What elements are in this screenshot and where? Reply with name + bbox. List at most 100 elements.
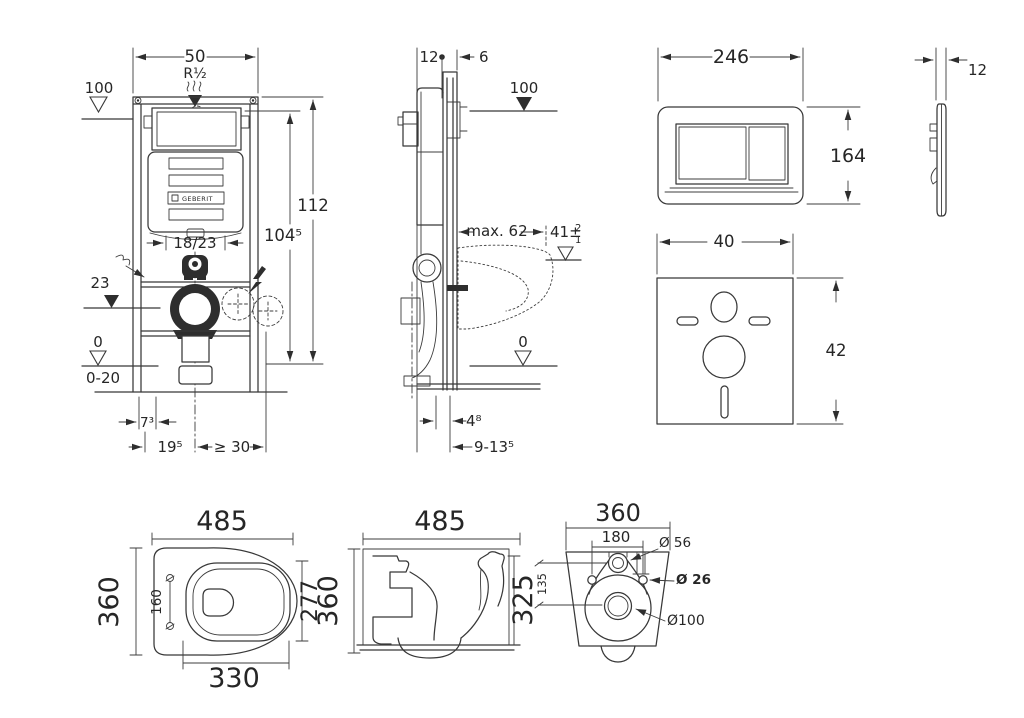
sound-mat-view: 40 42 (656, 232, 847, 425)
floor-level-datum-side: 0 (416, 333, 558, 390)
pan-width-label: 360 (94, 576, 125, 628)
frame-height-label: 112 (297, 196, 329, 215)
fixing-dia-label: Ø 26 (676, 572, 711, 588)
flush-plate (657, 106, 804, 205)
pan-top-view: 485 160 360 277 330 (94, 506, 323, 694)
dim-body-height: 325 (507, 555, 539, 646)
inlet-dia-label: Ø 56 (659, 535, 691, 551)
supply-level-datum-side: 100 (469, 79, 558, 112)
foot-range-label: 0-20 (86, 369, 120, 387)
dim-plate-depth: 12 (914, 47, 987, 101)
seat-width-label: 277 (298, 580, 323, 622)
mat-height-label: 42 (826, 341, 847, 360)
inlet-port (607, 551, 650, 575)
floor-level-label: 0 (518, 333, 528, 351)
outlet-clearance-label: ≥ 30 (214, 438, 250, 456)
pan-side-profile (372, 551, 505, 659)
dim-max-depth: max. 62 (458, 222, 547, 249)
plate-depth-label: 12 (968, 61, 987, 79)
bend-depth-label: 23 (90, 274, 109, 292)
inlet-outlet-offset-label: 135 (535, 573, 549, 595)
pan-outline-dashed (447, 244, 554, 330)
dim-outlet-offsets: 19⁵ ≥ 30 (128, 331, 267, 456)
dim-plate-width: 246 (657, 46, 804, 102)
sound-mat (656, 277, 794, 425)
mounting-frame (132, 96, 259, 393)
lightning-bolt-icon (248, 266, 266, 294)
mounting-bolt (447, 285, 468, 291)
open-datum-triangle-icon (557, 246, 574, 262)
seat-ring-outline (185, 562, 291, 642)
small-flush-button (748, 126, 786, 181)
max-depth-label: max. 62 (466, 222, 527, 240)
outlet-height-label: 9-13⁵ (474, 438, 514, 456)
flush-bend-side (400, 224, 444, 399)
foot-depth-label: 7³ (140, 415, 154, 431)
brand-label: GEBERIT (182, 195, 213, 203)
open-datum-triangle-icon (514, 350, 532, 367)
pan-height-label: 360 (313, 575, 344, 627)
cistern-side (397, 87, 468, 226)
frame-side-view: 12 6 100 max. 62 (397, 47, 582, 456)
flush-plate-side-view: 12 (914, 47, 987, 217)
dim-bend-width: 18/23 (146, 234, 244, 252)
seat-height-minus-label: 1 (575, 235, 581, 246)
dim-mat-height: 42 (796, 277, 847, 425)
floor-level-label: 0 (93, 333, 103, 351)
concealed-cistern: GEBERIT (147, 151, 244, 240)
dim-rail-offset: 12 6 (419, 48, 489, 99)
body-height-label: 325 (508, 574, 539, 626)
filled-datum-triangle-icon (516, 97, 532, 111)
dim-mat-width: 40 (656, 232, 794, 275)
dim-pan-width: 360 (94, 547, 143, 656)
frame-rail-side (442, 71, 458, 391)
large-flush-button (678, 126, 747, 180)
flush-plate-profile (929, 103, 947, 217)
flush-bend-fitting (140, 255, 251, 288)
dim-finished-wall: 4⁸ (419, 395, 482, 453)
dim-frame-width: 50 R½ (132, 47, 259, 94)
dim-seat-hole-spacing: 160 (149, 574, 175, 630)
filled-datum-triangle-icon (104, 295, 119, 308)
dim-foot-depth: 7³ (118, 396, 177, 431)
pan-body-outline (153, 547, 298, 656)
thread-size-label: R½ (183, 66, 206, 82)
flush-plate-front-view: 246 164 (657, 46, 866, 205)
frame-width-label: 50 (185, 47, 206, 66)
fixing-spacing-label: 180 (602, 528, 631, 546)
pan-length-label: 485 (196, 506, 248, 537)
filled-datum-triangle-icon (188, 95, 202, 107)
pan-side-view: 485 360 325 (313, 506, 539, 659)
frame-front-view: 50 R½ 100 GEBERIT 18/23 (81, 47, 329, 456)
dim-outlet-height: 9-13⁵ (452, 438, 514, 456)
open-datum-triangle-icon (89, 350, 107, 367)
mat-width-label: 40 (714, 232, 735, 251)
dim-frame-heights: 104⁵ 112 (244, 96, 329, 365)
outlet-offset-label: 19⁵ (157, 438, 182, 456)
electrical-box-positions (221, 287, 284, 327)
outlet-socket (178, 335, 213, 385)
dim-fixing-hole-spacing: 180 (591, 528, 644, 575)
pan-rear-view: 360 180 135 Ø 56 Ø 26 Ø100 (534, 499, 711, 663)
tank-top-height-label: 104⁵ (264, 226, 302, 245)
brand-logo-box-icon (171, 194, 179, 202)
water-inlet-symbol (186, 80, 205, 121)
dim-pan-rear-width: 360 (565, 499, 671, 551)
finished-wall-label: 4⁸ (466, 412, 482, 430)
rim-length-label: 330 (208, 663, 260, 694)
fixing-holes (587, 575, 648, 585)
diameter-callouts: Ø 56 Ø 26 Ø100 (630, 535, 711, 629)
hole-spacing-label: 160 (149, 589, 165, 615)
seat-height-label: 41± (550, 223, 582, 241)
open-datum-triangle-icon (89, 96, 108, 114)
supply-level-datum: 100 (81, 79, 134, 120)
dim-rim-length: 330 (182, 640, 290, 694)
dim-bend-depth: 23 (83, 274, 161, 309)
pan-length-label: 485 (414, 506, 466, 537)
outlet-port (600, 591, 636, 663)
dim-plate-height: 164 (806, 106, 866, 205)
supply-connection-arrow (115, 254, 145, 278)
floor-level-datum: 0 0-20 (81, 333, 288, 393)
dim-pan-height: 360 (313, 548, 361, 654)
